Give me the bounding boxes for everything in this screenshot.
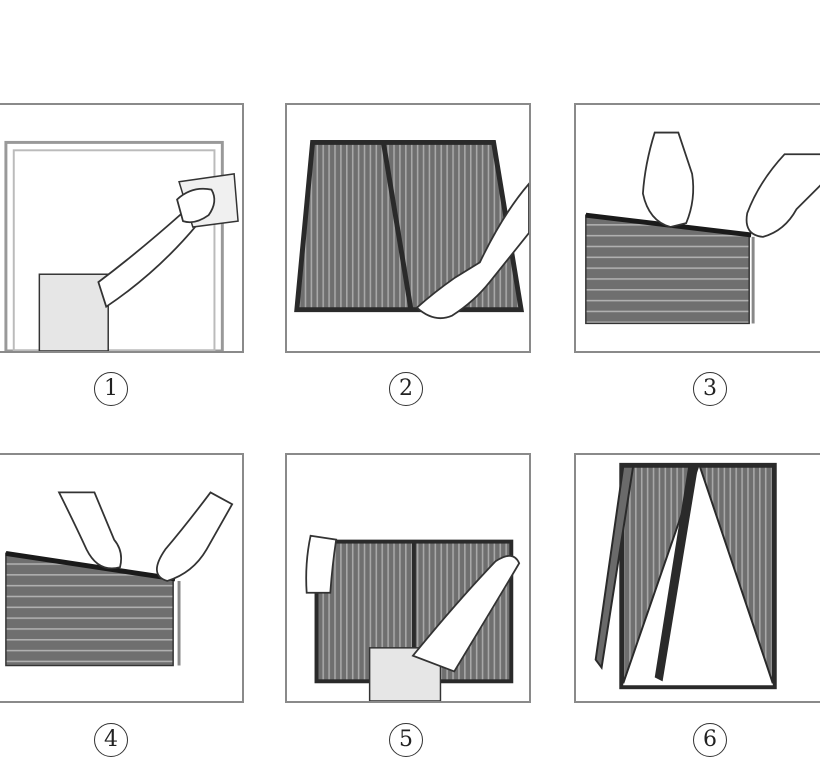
left-hand	[57, 491, 123, 570]
right-curtain	[698, 465, 774, 684]
screen-seam	[380, 142, 414, 311]
press-edge-illustration	[5, 491, 234, 667]
left-hand	[642, 131, 695, 228]
left-curtain	[622, 465, 700, 684]
left-hand	[305, 534, 338, 594]
step-3-number: 3	[693, 372, 727, 406]
attach-top-illustration	[585, 131, 820, 325]
step-5-panel	[285, 453, 531, 703]
step-1-panel	[0, 103, 244, 353]
right-arm	[411, 554, 521, 673]
step-1-number: 1	[94, 372, 128, 406]
step-4-panel	[0, 453, 244, 703]
step-6-number: 6	[693, 723, 727, 757]
layout-screen-illustration	[294, 139, 529, 320]
right-hand	[745, 153, 820, 238]
screen-mesh	[5, 552, 174, 667]
secure-screen-illustration	[305, 534, 521, 701]
clean-frame-illustration	[0, 105, 242, 351]
hand	[415, 182, 529, 320]
hand	[176, 187, 216, 224]
screen-mesh	[294, 139, 525, 313]
right-hand	[156, 491, 234, 582]
finished-curtain-illustration	[594, 462, 777, 690]
step-5-number: 5	[389, 723, 423, 757]
sleeve	[38, 273, 109, 351]
step-3-panel	[574, 103, 820, 353]
step-2-number: 2	[389, 372, 423, 406]
top-strip	[5, 550, 176, 582]
step-6-panel	[574, 453, 820, 703]
step-2-panel	[285, 103, 531, 353]
step-4-number: 4	[94, 723, 128, 757]
